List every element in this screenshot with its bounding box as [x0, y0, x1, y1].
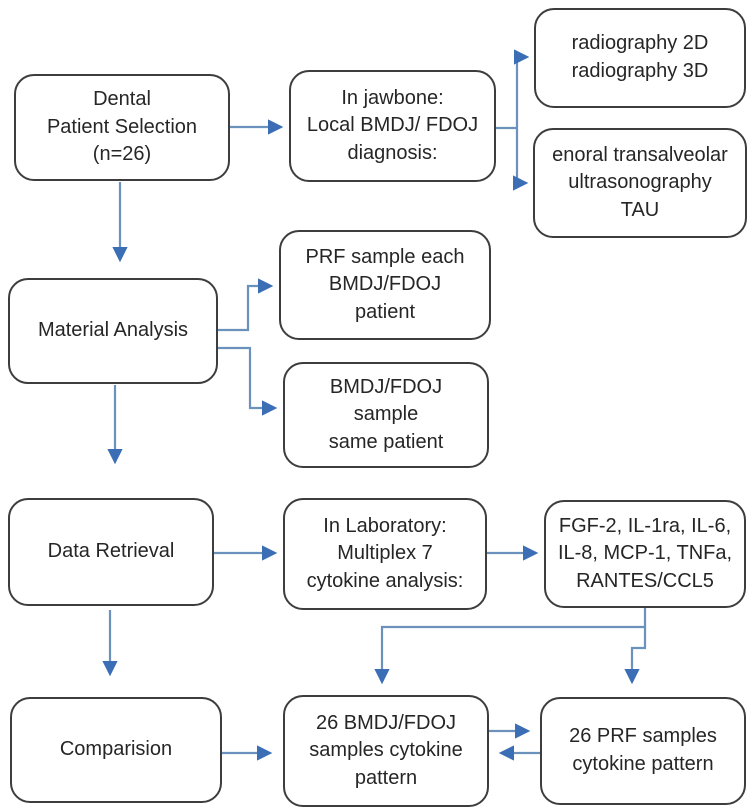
connector-jawbone-to-ultrasonography — [512, 128, 529, 191]
box-jawbone-diagnosis-label: In jawbone: Local BMDJ/ FDOJ diagnosis: — [306, 86, 479, 164]
box-data-retrieval-label: Data Retrieval — [47, 540, 175, 563]
box-cytokine-panel: FGF-2, IL-1ra, IL-6, IL-8, MCP-1, TNFa, … — [544, 500, 746, 608]
box-bmdj-sample: BMDJ/FDOJ sample same patient — [283, 362, 489, 468]
box-dental-patient-selection: Dental Patient Selection (n=26) — [14, 74, 230, 181]
connector-jawbone-to-radiography — [513, 49, 530, 128]
box-jawbone-diagnosis: In jawbone: Local BMDJ/ FDOJ diagnosis: — [289, 70, 496, 182]
box-prf-sample-label: PRF sample each BMDJ/FDOJ patient — [305, 245, 465, 323]
box-bmdj-cytokine-pattern: 26 BMDJ/FDOJ samples cytokine pattern — [283, 695, 489, 807]
connector-material-to-bmdj-sample — [218, 346, 278, 416]
box-laboratory-analysis: In Laboratory: Multiplex 7 cytokine anal… — [283, 498, 487, 610]
box-radiography-label: radiography 2D radiography 3D — [571, 32, 709, 82]
connector-cytokines-to-prf-pattern — [624, 627, 647, 685]
connector-cytokines-to-bmdj-pattern — [374, 608, 647, 685]
box-bmdj-cytokine-pattern-label: 26 BMDJ/FDOJ samples cytokine pattern — [309, 711, 463, 789]
box-radiography: radiography 2D radiography 3D — [534, 8, 746, 108]
box-prf-cytokine-pattern: 26 PRF samples cytokine pattern — [540, 697, 746, 805]
box-data-retrieval: Data Retrieval — [8, 498, 214, 606]
box-material-analysis: Material Analysis — [8, 278, 218, 384]
box-laboratory-analysis-label: In Laboratory: Multiplex 7 cytokine anal… — [306, 514, 464, 592]
box-bmdj-sample-label: BMDJ/FDOJ sample same patient — [328, 375, 444, 453]
connector-material-to-prf — [218, 278, 274, 332]
box-ultrasonography: enoral transalveolar ultrasonography TAU — [533, 128, 747, 238]
box-comparision: Comparision — [10, 697, 222, 803]
box-cytokine-panel-label: FGF-2, IL-1ra, IL-6, IL-8, MCP-1, TNFa, … — [557, 514, 733, 592]
box-prf-cytokine-pattern-label: 26 PRF samples cytokine pattern — [569, 725, 717, 775]
box-ultrasonography-label: enoral transalveolar ultrasonography TAU — [552, 143, 728, 221]
box-comparision-label: Comparision — [59, 738, 173, 761]
box-prf-sample: PRF sample each BMDJ/FDOJ patient — [279, 230, 491, 340]
box-material-analysis-label: Material Analysis — [37, 319, 189, 342]
box-dental-patient-selection-label: Dental Patient Selection (n=26) — [46, 88, 198, 166]
